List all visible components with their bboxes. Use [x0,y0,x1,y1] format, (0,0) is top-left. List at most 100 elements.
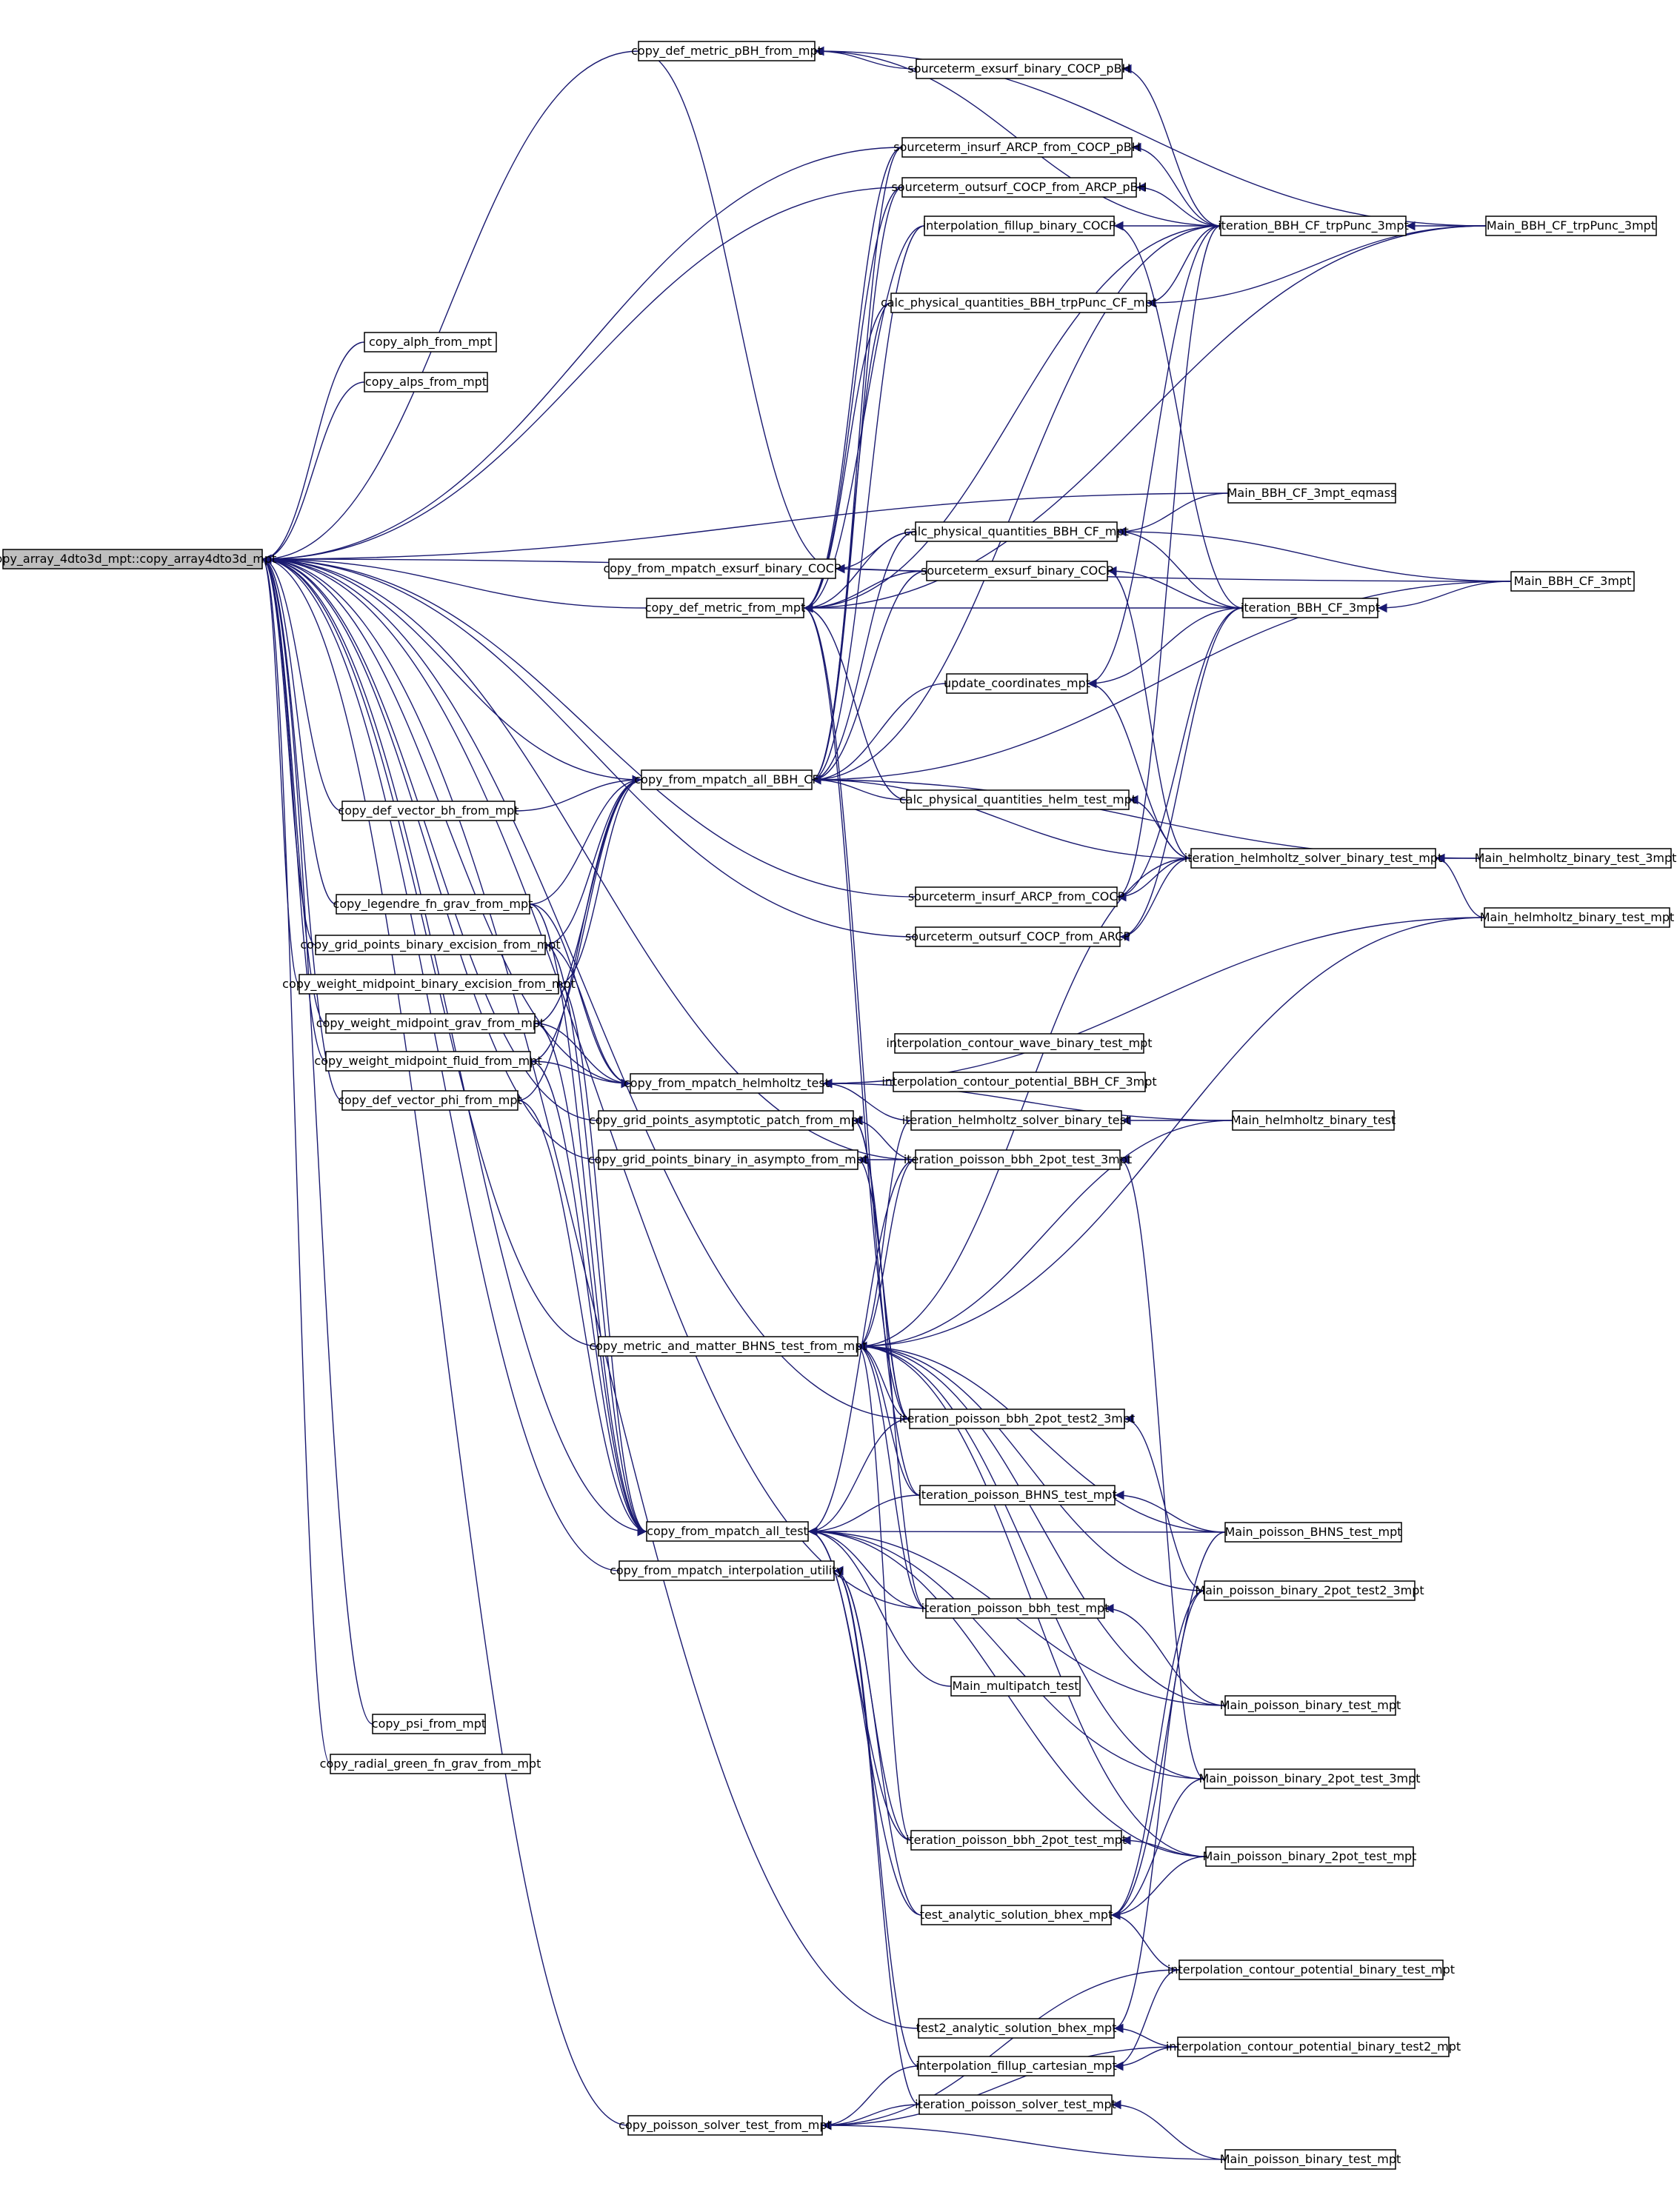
node-allBBH[interactable]: copy_from_mpatch_all_BBH_CF [634,769,819,790]
node-st_exsurf_pBH[interactable]: sourceterm_exsurf_binary_COCP_pBH [907,59,1131,79]
edge-mainhelmmpt-to-ihelmbinmpt [1435,853,1485,918]
node-gridbinasym[interactable]: copy_grid_points_binary_in_asympto_from_… [588,1149,869,1170]
edge-st_insurf_pBH-to-defmetric [803,147,903,613]
node-box [336,894,530,915]
node-ipbbh2pot[interactable]: iteration_poisson_bbh_2pot_test_mpt [906,1830,1127,1851]
edge-defvecphi-to-alltest [517,1100,647,1537]
node-mainhelm[interactable]: Main_helmholtz_binary_test [1231,1110,1396,1131]
node-wmidgrav[interactable]: copy_weight_midpoint_grav_from_mpt [316,1013,544,1034]
node-root[interactable]: copy_array_4dto3d_mpt::copy_array4dto3d_… [0,549,276,569]
node-iterTrp[interactable]: iteration_BBH_CF_trpPunc_3mpt [1218,215,1409,236]
node-ipBHNS[interactable]: iteration_poisson_BHNS_test_mpt [918,1485,1117,1506]
node-ipbbh[interactable]: iteration_poisson_bbh_test_mpt [921,1598,1110,1619]
node-defvecphi[interactable]: copy_def_vector_phi_from_mpt [338,1090,522,1111]
node-wmidexc[interactable]: copy_weight_midpoint_binary_excision_fro… [282,974,576,995]
node-icpotbin[interactable]: interpolation_contour_potential_binary_t… [1167,1959,1455,1980]
node-box [915,1149,1121,1170]
node-icpotBBH[interactable]: interpolation_contour_potential_BBH_CF_3… [881,1072,1157,1092]
node-mainBBH[interactable]: Main_BBH_CF_3mpt [1510,571,1635,592]
node-mainhelmmpt[interactable]: Main_helmholtz_binary_test_mpt [1480,907,1675,928]
node-icpotbin2[interactable]: interpolation_contour_potential_binary_t… [1166,2036,1461,2057]
node-st_insurf_pBH[interactable]: sourceterm_insurf_ARCP_from_COCP_pBH [893,137,1141,158]
node-label: sourceterm_insurf_ARCP_from_COCP_pBH [893,140,1140,155]
node-label: copy_from_mpatch_exsurf_binary_COCP [603,561,841,576]
node-bhns[interactable]: copy_metric_and_matter_BHNS_test_from_mp… [589,1336,867,1357]
edge-mainp2pot-to-ipbbh2pot [1121,1835,1207,1857]
node-label: interpolation_contour_potential_binary_t… [1167,1962,1455,1977]
node-mainp2pot23[interactable]: Main_poisson_binary_2pot_test2_3mpt [1195,1580,1424,1601]
node-mainmulti[interactable]: Main_multipatch_test [950,1676,1081,1697]
node-label: Main_poisson_binary_2pot_test2_3mpt [1195,1583,1424,1598]
edge-ipbbh2pot3-to-alltest [807,1159,916,1537]
node-ihelmbin[interactable]: iteration_helmholtz_solver_binary_test [902,1110,1130,1131]
node-ipsolver[interactable]: iteration_poisson_solver_test_mpt [915,2094,1116,2115]
node-helmtest[interactable]: copy_from_mpatch_helmholtz_test [624,1073,830,1094]
edge-mainpbin2-to-ipsolver [1111,2099,1226,2160]
node-box [638,41,816,61]
edge-ipBHNS-to-alltest [807,1494,921,1537]
node-test2bhex[interactable]: test2_analytic_solution_bhex_mpt [916,2018,1117,2039]
node-st_outsurf[interactable]: sourceterm_outsurf_COCP_from_ARCP [905,926,1130,947]
node-label: copy_radial_green_fn_grav_from_mpt [320,1757,541,1771]
edge-ihelmbinmpt-to-st_exsurf [1107,566,1192,859]
node-alltest[interactable]: copy_from_mpatch_all_test [646,1521,809,1542]
edge-ihelmbinmpt-to-bhns [857,858,1192,1351]
node-mainpbin[interactable]: Main_poisson_binary_test_mpt [1220,1695,1401,1716]
node-mainEq[interactable]: Main_BBH_CF_3mpt_eqmass [1227,483,1397,504]
node-label: Main_poisson_binary_test_mpt [1220,1698,1401,1713]
node-defpBH[interactable]: copy_def_metric_pBH_from_mpt [631,41,822,61]
node-interpfill[interactable]: interpolation_fillup_binary_COCP [923,215,1116,236]
node-mainhelm3[interactable]: Main_helmholtz_binary_test_3mpt [1475,848,1677,869]
node-interpcart[interactable]: interpolation_fillup_cartesian_mpt [916,2056,1117,2076]
node-box [646,1521,809,1542]
node-mainp2pot3[interactable]: Main_poisson_binary_2pot_test_3mpt [1198,1768,1421,1789]
node-label: interpolation_contour_potential_BBH_CF_3… [881,1075,1156,1089]
node-updcoord[interactable]: update_coordinates_mpt [944,673,1090,694]
node-calchelm[interactable]: calc_physical_quantities_helm_test_mpt [899,789,1136,810]
node-mainBHNS[interactable]: Main_poisson_BHNS_test_mpt [1224,1522,1402,1543]
node-mainpbin2[interactable]: Main_poisson_binary_test_mpt [1220,2149,1401,2170]
node-calcTrp[interactable]: calc_physical_quantities_BBH_trpPunc_CF_… [881,293,1157,313]
node-mainTrp[interactable]: Main_BBH_CF_trpPunc_3mpt [1485,215,1657,236]
node-label: interpolation_fillup_cartesian_mpt [916,2059,1116,2074]
node-exsurfCOCP[interactable]: copy_from_mpatch_exsurf_binary_COCP [603,558,841,579]
edge-iterTrp-to-defmetric [803,225,1221,613]
node-legendre[interactable]: copy_legendre_fn_grav_from_mpt [333,894,533,915]
node-alps[interactable]: copy_alps_from_mpt [364,372,488,392]
node-iterBBH[interactable]: iteration_BBH_CF_3mpt [1241,598,1380,618]
node-alph[interactable]: copy_alph_from_mpt [364,332,497,352]
edge-interpfill-to-allBBH [811,225,925,785]
edge-ipbbh2pot23-to-alltest [807,1418,910,1537]
node-box [918,2094,1113,2115]
node-st_exsurf[interactable]: sourceterm_exsurf_binary_COCP [921,561,1113,581]
node-gridasym[interactable]: copy_grid_points_asymptotic_patch_from_m… [589,1110,863,1131]
node-wmidfluid[interactable]: copy_weight_midpoint_fluid_from_mpt [314,1051,542,1072]
node-psi[interactable]: copy_psi_from_mpt [372,1714,486,1734]
node-mainp2pot[interactable]: Main_poisson_binary_2pot_test_mpt [1203,1846,1417,1867]
node-box [1227,483,1396,504]
node-ihelmbinmpt[interactable]: iteration_helmholtz_solver_binary_test_m… [1184,848,1442,869]
node-label: sourceterm_outsurf_COCP_from_ARCP_pBH [891,180,1147,195]
node-defmetric[interactable]: copy_def_metric_from_mpt [645,598,806,618]
node-gridexc[interactable]: copy_grid_points_binary_excision_from_mp… [300,935,561,955]
node-st_insurf[interactable]: sourceterm_insurf_ARCP_from_COCP [908,886,1125,907]
node-testbhex[interactable]: test_analytic_solution_bhex_mpt [920,1905,1113,1925]
node-box [915,521,1118,542]
node-box [919,1485,1116,1506]
node-radgreen[interactable]: copy_radial_green_fn_grav_from_mpt [320,1754,541,1774]
node-icwave[interactable]: interpolation_contour_wave_binary_test_m… [886,1033,1153,1054]
node-interputil[interactable]: copy_from_mpatch_interpolation_utility [610,1560,844,1581]
edge-mainBBH-to-iterBBH [1377,581,1512,613]
edge-st_outsurf_pBH-to-allBBH [811,187,903,785]
node-st_outsurf_pBH[interactable]: sourceterm_outsurf_COCP_from_ARCP_pBH [891,177,1147,198]
node-ipbbh2pot3[interactable]: iteration_poisson_bbh_2pot_test_3mpt [904,1149,1132,1170]
node-calcBBH[interactable]: calc_physical_quantities_BBH_CF_mpt [904,521,1129,542]
node-poissonsolver[interactable]: copy_poisson_solver_test_from_mpt [619,2115,832,2136]
node-label: iteration_poisson_bbh_test_mpt [921,1601,1110,1616]
edge-calcTrp-to-defmetric [803,302,892,613]
node-defvecbh[interactable]: copy_def_vector_bh_from_mpt [338,801,519,821]
node-ipbbh2pot23[interactable]: iteration_poisson_bbh_2pot_test2_3mpt [899,1409,1136,1429]
edge-mainpbin-to-ipbbh [1104,1603,1226,1706]
node-box [1224,1522,1402,1543]
edge-ipbbh-to-alltest [807,1526,927,1609]
